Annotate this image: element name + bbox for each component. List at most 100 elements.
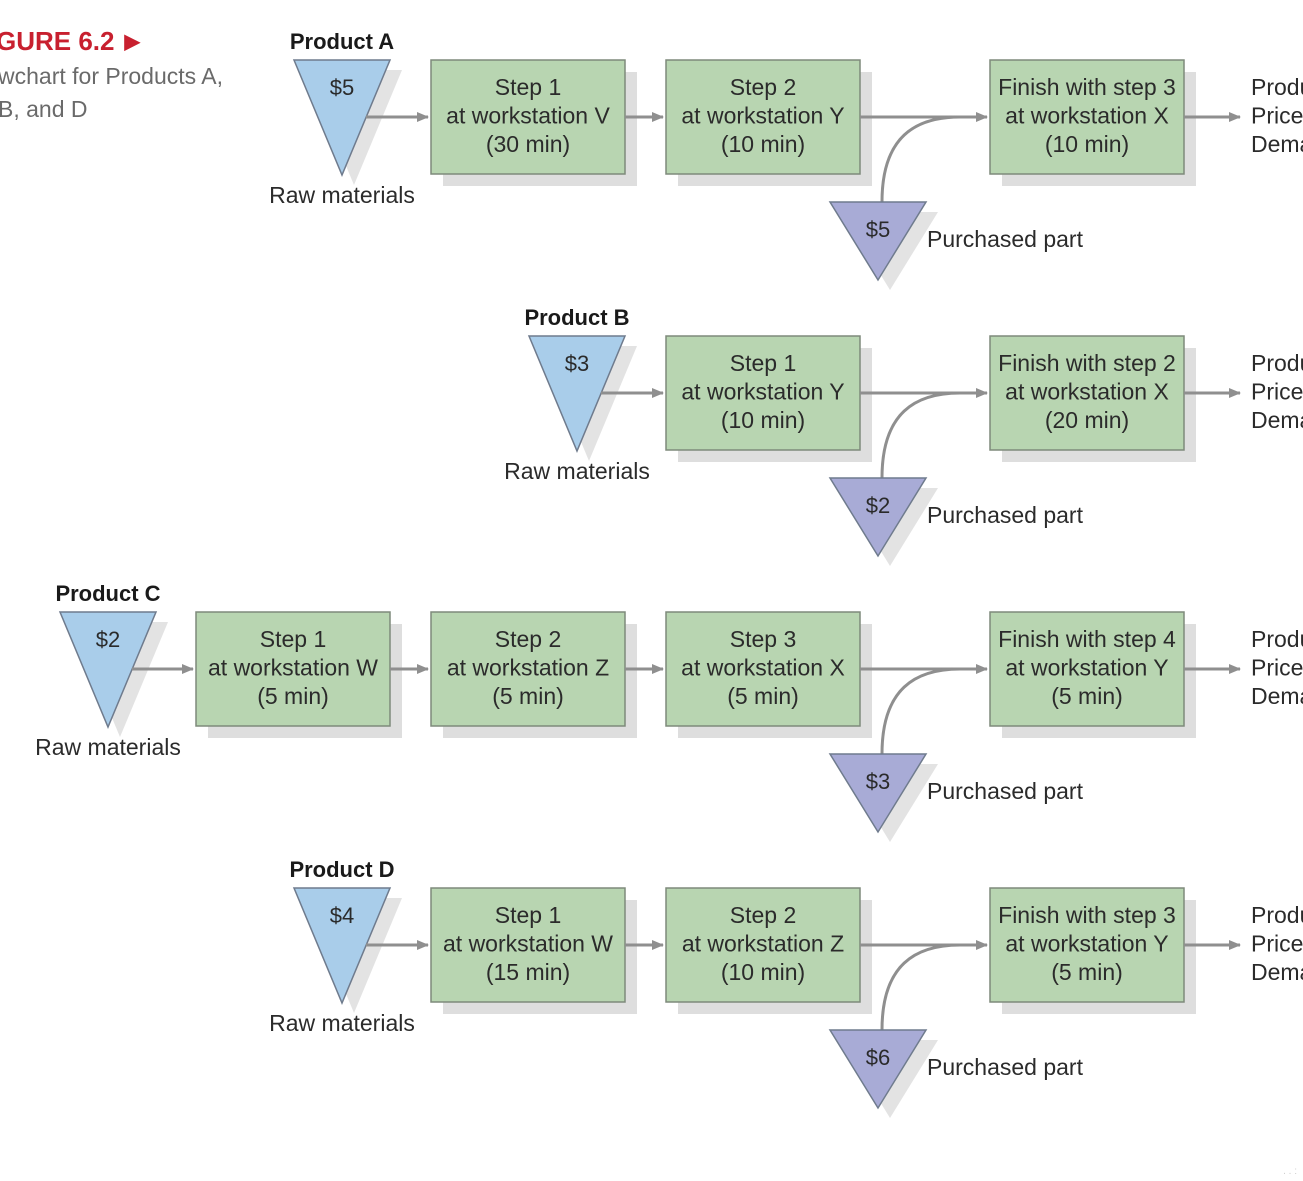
step-box: Step 1at workstation V(30 min) [430, 59, 637, 186]
product-output-text: Produ [1251, 350, 1303, 376]
raw-materials-triangle: $5 [292, 59, 402, 185]
step-box-frame [430, 59, 626, 175]
step-text-line: Finish with step 2 [998, 350, 1176, 376]
purchased-part-label: Purchased part [927, 502, 1084, 528]
step-text-line: at workstation X [1005, 103, 1169, 129]
step-text-line: Step 2 [495, 626, 562, 652]
product-output-text: Dema [1251, 407, 1303, 433]
product-label: Product A [290, 29, 394, 54]
purchased-part-triangle-cost: $5 [866, 217, 890, 242]
raw-materials-label: Raw materials [35, 734, 181, 760]
product-output-text: Dema [1251, 683, 1303, 709]
raw-materials-triangle-cost: $5 [330, 75, 354, 100]
product-label: Product B [524, 305, 629, 330]
step-box: Step 1 at workstation Y(10 min) [665, 335, 872, 462]
figure-arrow-icon: ▶ [124, 31, 140, 53]
step-box-frame [665, 611, 861, 727]
step-box: Step 2 at workstation Z(5 min) [430, 611, 637, 738]
step-text-line: at workstation Y [1005, 655, 1168, 681]
purchased-part-triangle: $2 [828, 477, 938, 566]
raw-materials-triangle: $3 [527, 335, 637, 461]
raw-materials-triangle-cost: $4 [330, 903, 354, 928]
figure-title: GURE 6.2 ▶ [0, 26, 140, 57]
purchased-part-triangle: $6 [828, 1029, 938, 1118]
step-text-line: at workstation X [1005, 379, 1169, 405]
step-text-line: at workstation Y [681, 379, 844, 405]
purchased-part-triangle-shape [828, 201, 928, 282]
raw-materials-label: Raw materials [269, 1010, 415, 1036]
finish-box-frame [989, 887, 1185, 1003]
finish-box: Finish with step 3 at workstation X(10 mi… [989, 59, 1196, 186]
raw-materials-triangle-cost: $2 [96, 627, 120, 652]
step-box: Step 1at workstation W(5 min) [195, 611, 402, 738]
step-box: Step 2 at workstation Y(10 min) [665, 59, 872, 186]
step-text-line: Step 1 [260, 626, 327, 652]
product-output-text: Dema [1251, 959, 1303, 985]
product-output-text: Price: [1251, 103, 1303, 129]
step-text-line: at workstation Z [447, 655, 609, 681]
purchased-part-triangle-shape [828, 477, 928, 558]
raw-materials-triangle: $4 [292, 887, 402, 1013]
step-text-line: (5 min) [727, 683, 799, 709]
step-text-line: Step 1 [730, 350, 797, 376]
raw-materials-triangle: $2 [58, 611, 168, 737]
purchased-part-triangle-shape [828, 1029, 928, 1110]
step-text-line: at workstation X [681, 655, 845, 681]
step-text-line: (10 min) [721, 131, 805, 157]
finish-box-frame [989, 335, 1185, 451]
purchased-part-connector [880, 115, 961, 203]
purchased-part-label: Purchased part [927, 1054, 1084, 1080]
product-output-text: Price: [1251, 931, 1303, 957]
corner-marker: . . : [1283, 1166, 1297, 1177]
finish-box-frame [989, 611, 1185, 727]
step-text-line: Step 2 [730, 74, 797, 100]
step-text-line: Step 3 [730, 626, 797, 652]
purchased-part-connector [880, 391, 961, 479]
step-text-line: (10 min) [1045, 131, 1129, 157]
step-text-line: (5 min) [1051, 683, 1123, 709]
step-text-line: (10 min) [721, 959, 805, 985]
step-box: Step 1 at workstation W(15 min) [430, 887, 637, 1014]
step-text-line: at workstation Y [1005, 931, 1168, 957]
step-box: Step 3 at workstation X(5 min) [665, 611, 872, 738]
purchased-part-triangle: $5 [828, 201, 938, 290]
purchased-part-triangle-shape [828, 753, 928, 834]
step-text-line: Finish with step 4 [998, 626, 1176, 652]
step-text-line: at workstation W [443, 931, 613, 957]
step-text-line: (10 min) [721, 407, 805, 433]
step-text-line: (15 min) [486, 959, 570, 985]
step-text-line: at workstation V [446, 103, 610, 129]
step-text-line: Step 1 [495, 902, 562, 928]
product-label: Product D [289, 857, 394, 882]
purchased-part-triangle-cost: $2 [866, 493, 890, 518]
purchased-part-label: Purchased part [927, 778, 1084, 804]
step-text-line: Finish with step 3 [998, 902, 1176, 928]
step-box-frame [665, 59, 861, 175]
purchased-part-triangle-cost: $3 [866, 769, 890, 794]
raw-materials-label: Raw materials [269, 182, 415, 208]
raw-materials-label: Raw materials [504, 458, 650, 484]
step-text-line: Finish with step 3 [998, 74, 1176, 100]
step-text-line: (20 min) [1045, 407, 1129, 433]
product-output-text: Price: [1251, 379, 1303, 405]
step-text-line: at workstation Y [681, 103, 844, 129]
purchased-part-label: Purchased part [927, 226, 1084, 252]
product-output-text: Produ [1251, 74, 1303, 100]
step-text-line: (5 min) [492, 683, 564, 709]
figure-number: GURE 6.2 [0, 26, 115, 56]
product-output-text: Produ [1251, 902, 1303, 928]
step-text-line: Step 1 [495, 74, 562, 100]
finish-box: Finish with step 3 at workstation Y(5 min… [989, 887, 1196, 1014]
step-text-line: (5 min) [1051, 959, 1123, 985]
purchased-part-connector [880, 667, 961, 755]
raw-materials-triangle-cost: $3 [565, 351, 589, 376]
product-output-text: Price: [1251, 655, 1303, 681]
step-box-frame [665, 887, 861, 1003]
product-output-text: Produ [1251, 626, 1303, 652]
purchased-part-connector [880, 943, 961, 1031]
finish-box: Finish with step 2 at workstation X(20 mi… [989, 335, 1196, 462]
finish-box: Finish with step 4 at workstation Y(5 min… [989, 611, 1196, 738]
product-output-text: Dema [1251, 131, 1303, 157]
step-text-line: Step 2 [730, 902, 797, 928]
